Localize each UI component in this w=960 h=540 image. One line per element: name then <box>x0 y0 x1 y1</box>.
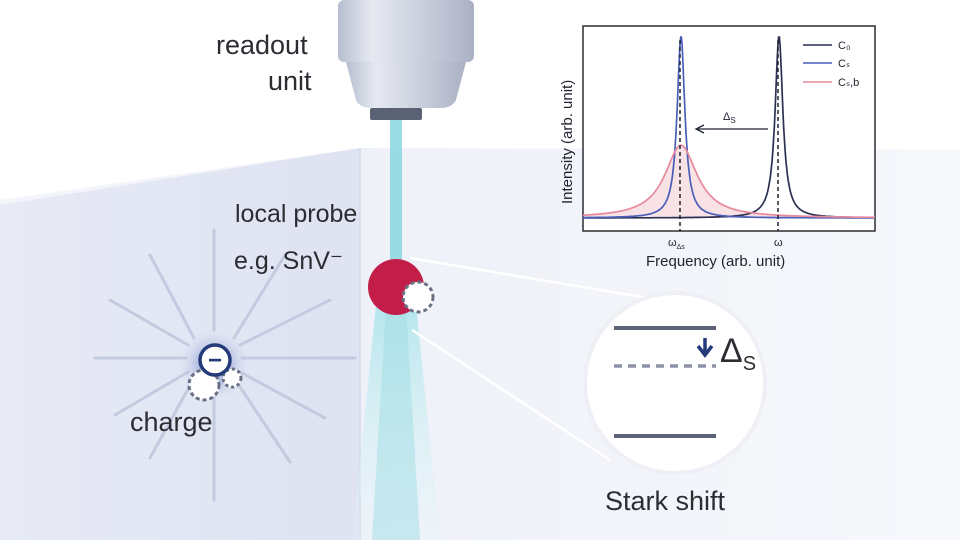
delta-s-label: ΔS <box>720 332 756 376</box>
laser-beam <box>352 120 440 540</box>
y-axis-label: Intensity (arb. unit) <box>559 80 576 204</box>
series-fill-csb <box>583 145 875 218</box>
readout-unit <box>338 0 474 120</box>
spectrum-chart: ΔS ωΔs ω Frequency (arb. unit) Intensity… <box>559 25 876 270</box>
charge-symbol: − <box>208 347 222 374</box>
series-line-csb <box>583 144 875 219</box>
probe-defect <box>368 259 435 315</box>
delta-sub: S <box>742 352 757 375</box>
zoom-inset <box>583 291 767 475</box>
charge-particle: − <box>174 325 254 405</box>
zoom-connector-bottom <box>411 328 611 462</box>
probe-label-line1: local probe <box>235 200 358 228</box>
charge-label: charge <box>130 407 213 437</box>
legend-c0: C₀ <box>838 40 851 52</box>
legend-cs: Cₛ <box>838 58 850 70</box>
shift-arrow-icon <box>696 338 714 358</box>
stark-shift-label: Stark shift <box>605 486 726 516</box>
readout-label-line1: readout <box>216 30 308 60</box>
x-axis-label: Frequency (arb. unit) <box>646 253 785 270</box>
legend-csb: Cₛ,b <box>838 77 859 89</box>
zoom-connector-top <box>409 256 661 302</box>
series-line-cs <box>583 36 875 219</box>
probe-label-line2: e.g. SnV⁻ <box>234 247 344 275</box>
delta-arrow <box>694 124 768 134</box>
readout-label-line2: unit <box>268 66 312 96</box>
legend: C₀ Cₛ Cₛ,b <box>803 40 859 89</box>
x-tick-original: ω <box>774 237 783 249</box>
delta-main: Δ <box>720 332 743 370</box>
